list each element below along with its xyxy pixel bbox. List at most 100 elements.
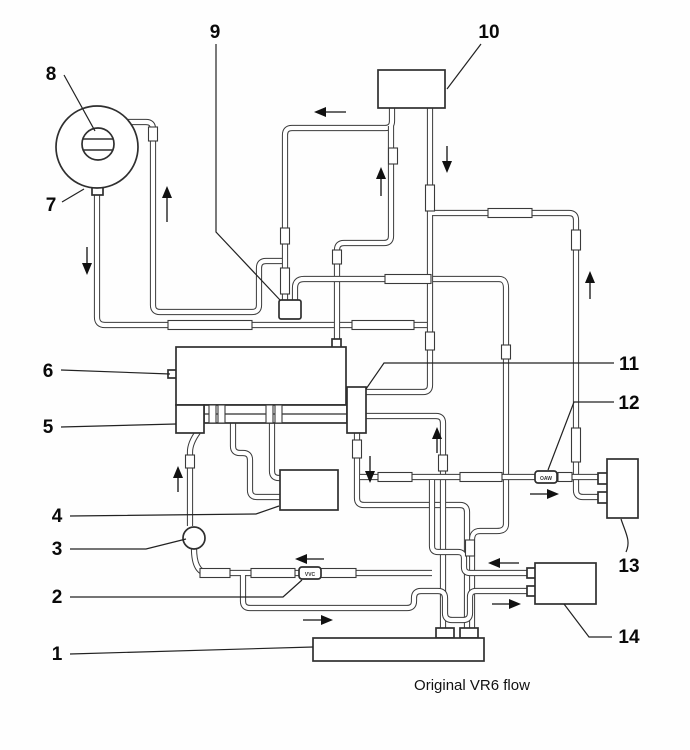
pipe-head-to-cooler4-a xyxy=(230,422,281,500)
aux-heater-14 xyxy=(534,562,597,605)
pipe-head-to-cooler4-b xyxy=(269,422,282,481)
callout-8: 8 xyxy=(46,64,57,85)
flow-arrow-up xyxy=(173,466,183,492)
coupling-sleeve xyxy=(464,539,476,557)
callout-1: 1 xyxy=(52,644,63,665)
gallery-port-tick xyxy=(274,404,283,424)
callout-7: 7 xyxy=(46,195,57,216)
coupling-sleeve xyxy=(424,331,436,351)
pipe-tank-right-run xyxy=(110,119,283,315)
gallery-port-tick xyxy=(265,404,274,424)
thermostat-housing-5 xyxy=(175,404,205,434)
leader-8 xyxy=(63,74,96,132)
coupling-sleeve xyxy=(279,267,291,295)
leader-14 xyxy=(563,603,612,638)
coupling-sleeve xyxy=(500,344,512,360)
check-valve-12-label: OAW xyxy=(540,476,552,482)
callout-11: 11 xyxy=(619,354,640,375)
coupling-sleeve xyxy=(459,471,503,483)
coupling-sleeve xyxy=(570,229,582,251)
callout-13: 13 xyxy=(618,556,639,577)
coupling-sleeve xyxy=(351,439,363,459)
pipe-engine-top-feed xyxy=(334,126,394,348)
pipe-engine-top-feed xyxy=(333,126,395,348)
flow-arrows xyxy=(82,107,595,625)
coupling-sleeve xyxy=(384,273,432,285)
flow-arrow-up xyxy=(585,271,595,299)
check-valve-12 xyxy=(534,470,558,484)
tank-cap-8 xyxy=(81,127,115,161)
flow-arrow-down xyxy=(365,456,375,483)
heater-core-10 xyxy=(377,69,446,109)
coupling-sleeve xyxy=(557,471,573,483)
pipe-box5-to-pump xyxy=(187,430,200,526)
coupling-sleeve xyxy=(199,567,231,579)
callout-leaders xyxy=(60,43,629,655)
coupling-sleeve xyxy=(437,454,449,472)
leader-2 xyxy=(70,579,303,598)
pipe-fitting9-outlet xyxy=(292,276,509,630)
leader-11 xyxy=(365,362,614,390)
coupling-sleeve xyxy=(570,427,582,463)
coupling-sleeve xyxy=(279,227,291,245)
flow-arrow-down xyxy=(442,146,452,173)
leader-4 xyxy=(69,505,280,517)
coupling-sleeve xyxy=(250,567,296,579)
coupling-sleeve xyxy=(487,207,533,219)
coupling-sleeve xyxy=(424,184,436,212)
pipe-box14-lower-loop xyxy=(239,575,536,624)
cooler1-flange-a xyxy=(435,627,455,639)
oil-cooler-4 xyxy=(279,469,339,511)
callout-4: 4 xyxy=(52,506,63,527)
gallery-port-tick xyxy=(208,404,217,424)
flow-arrow-down xyxy=(82,247,92,275)
pipe-box14-upper-riser xyxy=(428,480,536,577)
check-valve-2-label: VVC xyxy=(305,572,316,578)
callout-3: 3 xyxy=(52,539,63,560)
flow-arrow-up xyxy=(376,167,386,196)
coupling-sleeve xyxy=(351,319,415,331)
leader-9 xyxy=(215,44,281,301)
pipe-heater-return xyxy=(282,108,395,301)
callout-5: 5 xyxy=(43,417,54,438)
callout-2: 2 xyxy=(52,587,63,608)
leader-12 xyxy=(547,401,614,471)
coupling-sleeve xyxy=(147,126,159,142)
pipe-right-riser xyxy=(432,210,606,500)
callout-10: 10 xyxy=(478,22,499,43)
coupling-sleeve xyxy=(377,471,413,483)
flow-arrow-left xyxy=(314,107,346,117)
flow-arrow-right xyxy=(492,599,521,609)
callout-numbers: 1 2 3 4 5 6 7 8 9 10 11 12 13 14 xyxy=(43,22,640,665)
leader-13 xyxy=(620,518,629,553)
leader-10 xyxy=(446,43,482,90)
cooler1-flange-b xyxy=(459,627,479,639)
water-pump-3 xyxy=(182,526,206,550)
pipe-tank-bottom-run xyxy=(94,190,428,328)
flow-arrow-right xyxy=(303,615,333,625)
coupling-sleeve xyxy=(167,319,253,331)
lower-cooler-1 xyxy=(312,637,485,662)
coupling-sleeve xyxy=(387,147,399,165)
flow-arrow-up xyxy=(432,427,442,453)
aux-pump-13 xyxy=(606,458,639,519)
flow-arrow-right xyxy=(530,489,559,499)
pipe-flange11-down xyxy=(354,433,470,630)
pipe-box14-upper-riser xyxy=(429,480,536,576)
pipe-heater-supply-vertical xyxy=(366,108,433,395)
check-valve-2 xyxy=(298,566,322,580)
leader-5 xyxy=(60,423,177,428)
flow-arrow-up xyxy=(162,186,172,222)
flow-arrow-left xyxy=(488,558,519,568)
leader-3 xyxy=(70,538,187,550)
pipe-box14-lower-loop xyxy=(240,575,536,623)
gallery-port-tick xyxy=(217,404,226,424)
coupling-sleeve xyxy=(184,454,196,469)
callout-9: 9 xyxy=(210,22,221,43)
leader-6 xyxy=(60,369,171,375)
pipe-flange11-stub-down xyxy=(366,413,446,630)
diagram-caption: Original VR6 flow xyxy=(414,677,530,694)
leader-1 xyxy=(69,646,314,655)
